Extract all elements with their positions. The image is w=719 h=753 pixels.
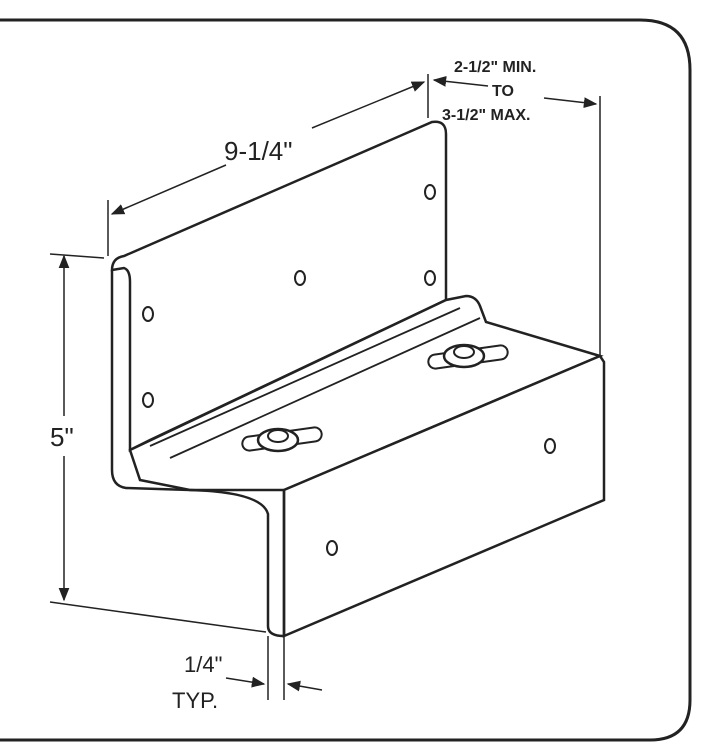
- dim-length-label: 9-1/4": [224, 136, 293, 166]
- hole-icon: [326, 540, 338, 556]
- dim-line-thickness: [286, 680, 323, 692]
- dim-line-thickness: [225, 676, 266, 688]
- hole-icon: [142, 306, 154, 322]
- dim-extension-line: [49, 601, 267, 633]
- bracket-front-edge: [189, 488, 285, 638]
- hole-icon: [424, 270, 436, 286]
- hole-icon: [294, 270, 306, 286]
- dim-thickness-note: TYP.: [172, 688, 218, 713]
- dim-extension-line: [49, 253, 105, 259]
- hole-icon: [142, 392, 154, 408]
- thumb-screw-icon: [241, 426, 323, 453]
- bracket-flange-edge: [110, 270, 191, 492]
- dim-line-depth: [432, 75, 489, 87]
- bracket-seat-groove: [149, 307, 481, 459]
- dim-line-length: [110, 164, 227, 215]
- dim-depth-max-label: 3-1/2" MAX.: [442, 107, 531, 124]
- bracket-vertical-flange: [110, 120, 448, 453]
- hole-icon: [424, 184, 436, 200]
- dim-depth-to-label: TO: [492, 83, 514, 100]
- dim-depth-min-label: 2-1/2" MIN.: [454, 59, 536, 76]
- frame-border: [0, 18, 692, 742]
- dim-thickness-label: 1/4": [184, 652, 222, 677]
- dim-height-label: 5": [50, 422, 74, 452]
- dim-line-length: [311, 81, 426, 129]
- hole-icon: [544, 438, 556, 454]
- thumb-screw-icon: [427, 343, 509, 370]
- dim-line-depth: [543, 97, 598, 108]
